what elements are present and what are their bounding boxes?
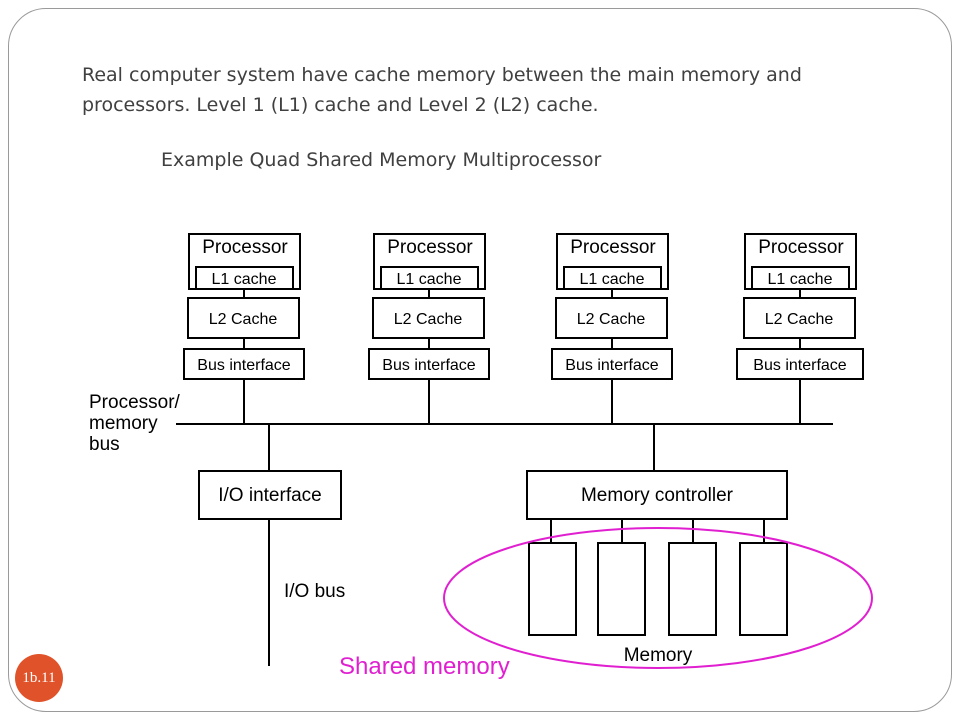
bus-interface-label: Bus interface: [565, 357, 658, 374]
processor-label: Processor: [387, 237, 473, 258]
memory-controller-label: Memory controller: [581, 485, 734, 506]
io-bus-label: I/O bus: [284, 581, 345, 602]
io-interface-label: I/O interface: [218, 485, 322, 506]
bus-interface-box: [183, 348, 305, 380]
shared-memory-label: Shared memory: [339, 653, 510, 680]
l1-cache-label: L1 cache: [580, 271, 645, 288]
processor-unit-3: Processor L1 cache L2 Cache Bus interfac…: [551, 233, 673, 424]
processor-label: Processor: [570, 237, 656, 258]
bus-interface-box: [368, 348, 490, 380]
l1-cache-label: L1 cache: [768, 271, 833, 288]
processor-label: Processor: [202, 237, 288, 258]
memory-module: [528, 542, 577, 636]
l2-cache-box: [743, 297, 856, 339]
memory-label: Memory: [624, 645, 693, 666]
io-interface-box: [198, 470, 342, 520]
l2-cache-label: L2 Cache: [577, 311, 646, 328]
slide-number-badge: 1b.11: [15, 654, 63, 702]
l1-cache-label: L1 cache: [212, 271, 277, 288]
processor-memory-bus-label: Processor/ memory bus: [89, 392, 185, 455]
bus-interface-label: Bus interface: [197, 357, 290, 374]
memory-module: [668, 542, 717, 636]
bus-interface-box: [551, 348, 673, 380]
memory-module: [597, 542, 646, 636]
l2-cache-label: L2 Cache: [394, 311, 463, 328]
intro-text: Real computer system have cache memory b…: [82, 64, 802, 116]
processor-unit-2: Processor L1 cache L2 Cache Bus interfac…: [368, 233, 490, 424]
bus-interface-label: Bus interface: [382, 357, 475, 374]
shared-memory-highlight: [443, 527, 873, 669]
processor-unit-4: Processor L1 cache L2 Cache Bus interfac…: [736, 233, 864, 424]
memory-module: [739, 542, 788, 636]
l1-cache-label: L1 cache: [397, 271, 462, 288]
l2-cache-label: L2 Cache: [209, 311, 278, 328]
l2-cache-label: L2 Cache: [765, 311, 834, 328]
processor-label: Processor: [758, 237, 844, 258]
diagram-title: Example Quad Shared Memory Multiprocesso…: [161, 149, 602, 171]
processor-unit-1: Processor L1 cache L2 Cache Bus interfac…: [183, 233, 305, 424]
memory-controller-box: [526, 470, 788, 520]
bus-interface-label: Bus interface: [753, 357, 846, 374]
